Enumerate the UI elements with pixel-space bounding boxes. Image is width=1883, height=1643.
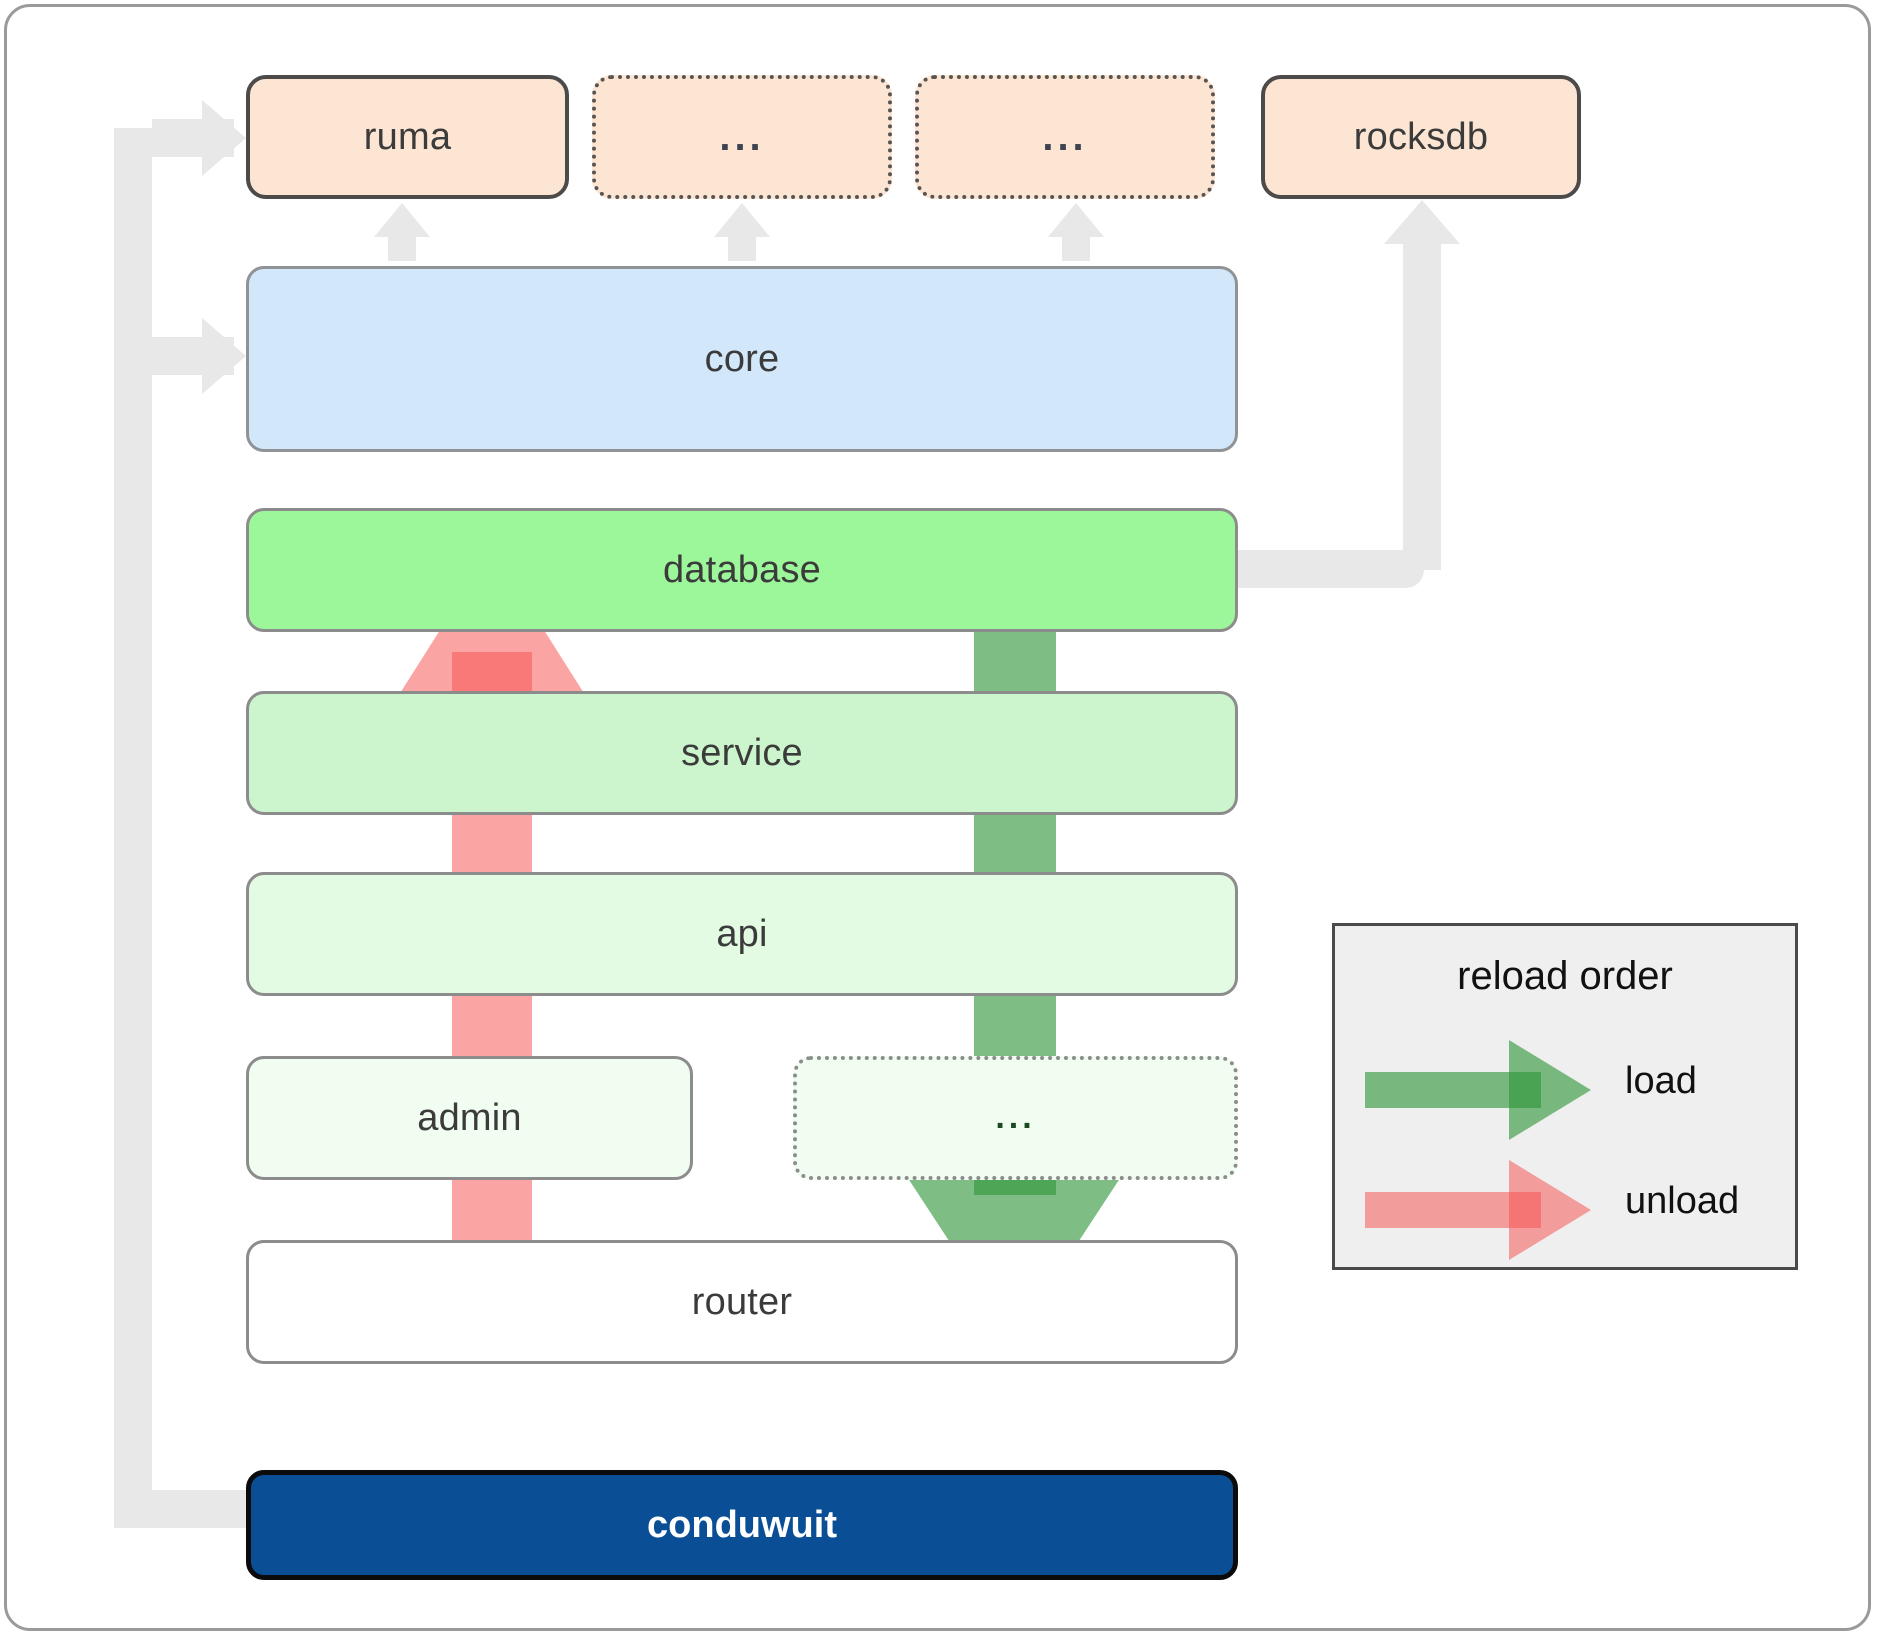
connector-to-conduwuit (114, 1490, 262, 1528)
connector-core-to-dots-2 (1048, 203, 1104, 261)
connector-database-to-rocksdb-v (1403, 240, 1441, 570)
layer-label: ... (995, 1098, 1036, 1137)
arrow-stem (388, 227, 416, 261)
connector-arrowhead-ruma (202, 100, 246, 176)
layer-label: router (691, 1280, 793, 1323)
layer-box-core[interactable]: core (246, 266, 1238, 452)
layer-box-database[interactable]: database (246, 508, 1238, 632)
layer-label: admin (417, 1096, 522, 1139)
arrow-stem (728, 227, 756, 261)
layer-label: service (681, 731, 803, 774)
connector-arrowhead-rocksdb (1384, 200, 1460, 244)
layer-label: core (704, 337, 780, 380)
dependency-label: ... (1042, 115, 1088, 159)
arrow-stem (1062, 227, 1090, 261)
legend-title: reload order (1457, 954, 1673, 998)
layer-box-admin[interactable]: admin (246, 1056, 693, 1180)
arrowhead-icon (1509, 1040, 1591, 1140)
binary-label: conduwuit (647, 1503, 837, 1546)
unload-arrow-icon (1365, 1160, 1593, 1260)
connector-database-to-rocksdb-h (1238, 550, 1424, 588)
layer-label: api (716, 912, 768, 955)
legend-label: load (1625, 1060, 1697, 1102)
connector-core-to-ruma (374, 203, 430, 261)
layer-box-ellipsis[interactable]: ... (793, 1056, 1238, 1180)
layer-box-service[interactable]: service (246, 691, 1238, 815)
connector-arrowhead-core (202, 318, 246, 394)
layer-label: database (663, 548, 821, 591)
binary-box-conduwuit[interactable]: conduwuit (246, 1470, 1238, 1580)
dependency-label: rocksdb (1353, 115, 1489, 158)
diagram-frame (4, 4, 1871, 1631)
dependency-box-ellipsis-1[interactable]: ... (592, 75, 892, 199)
legend-panel: reload order load unload (1332, 923, 1798, 1270)
arrowhead-icon (1509, 1160, 1591, 1260)
load-arrow-icon (1365, 1040, 1593, 1140)
legend-label: unload (1625, 1180, 1740, 1222)
layer-box-api[interactable]: api (246, 872, 1238, 996)
connector-core-to-dots-1 (714, 203, 770, 261)
dependency-box-rocksdb[interactable]: rocksdb (1261, 75, 1581, 199)
dependency-box-ellipsis-2[interactable]: ... (915, 75, 1215, 199)
layer-box-router[interactable]: router (246, 1240, 1238, 1364)
connector-left-spine (114, 128, 152, 1528)
dependency-box-ruma[interactable]: ruma (246, 75, 569, 199)
dependency-label: ... (719, 115, 765, 159)
dependency-label: ruma (363, 115, 452, 158)
